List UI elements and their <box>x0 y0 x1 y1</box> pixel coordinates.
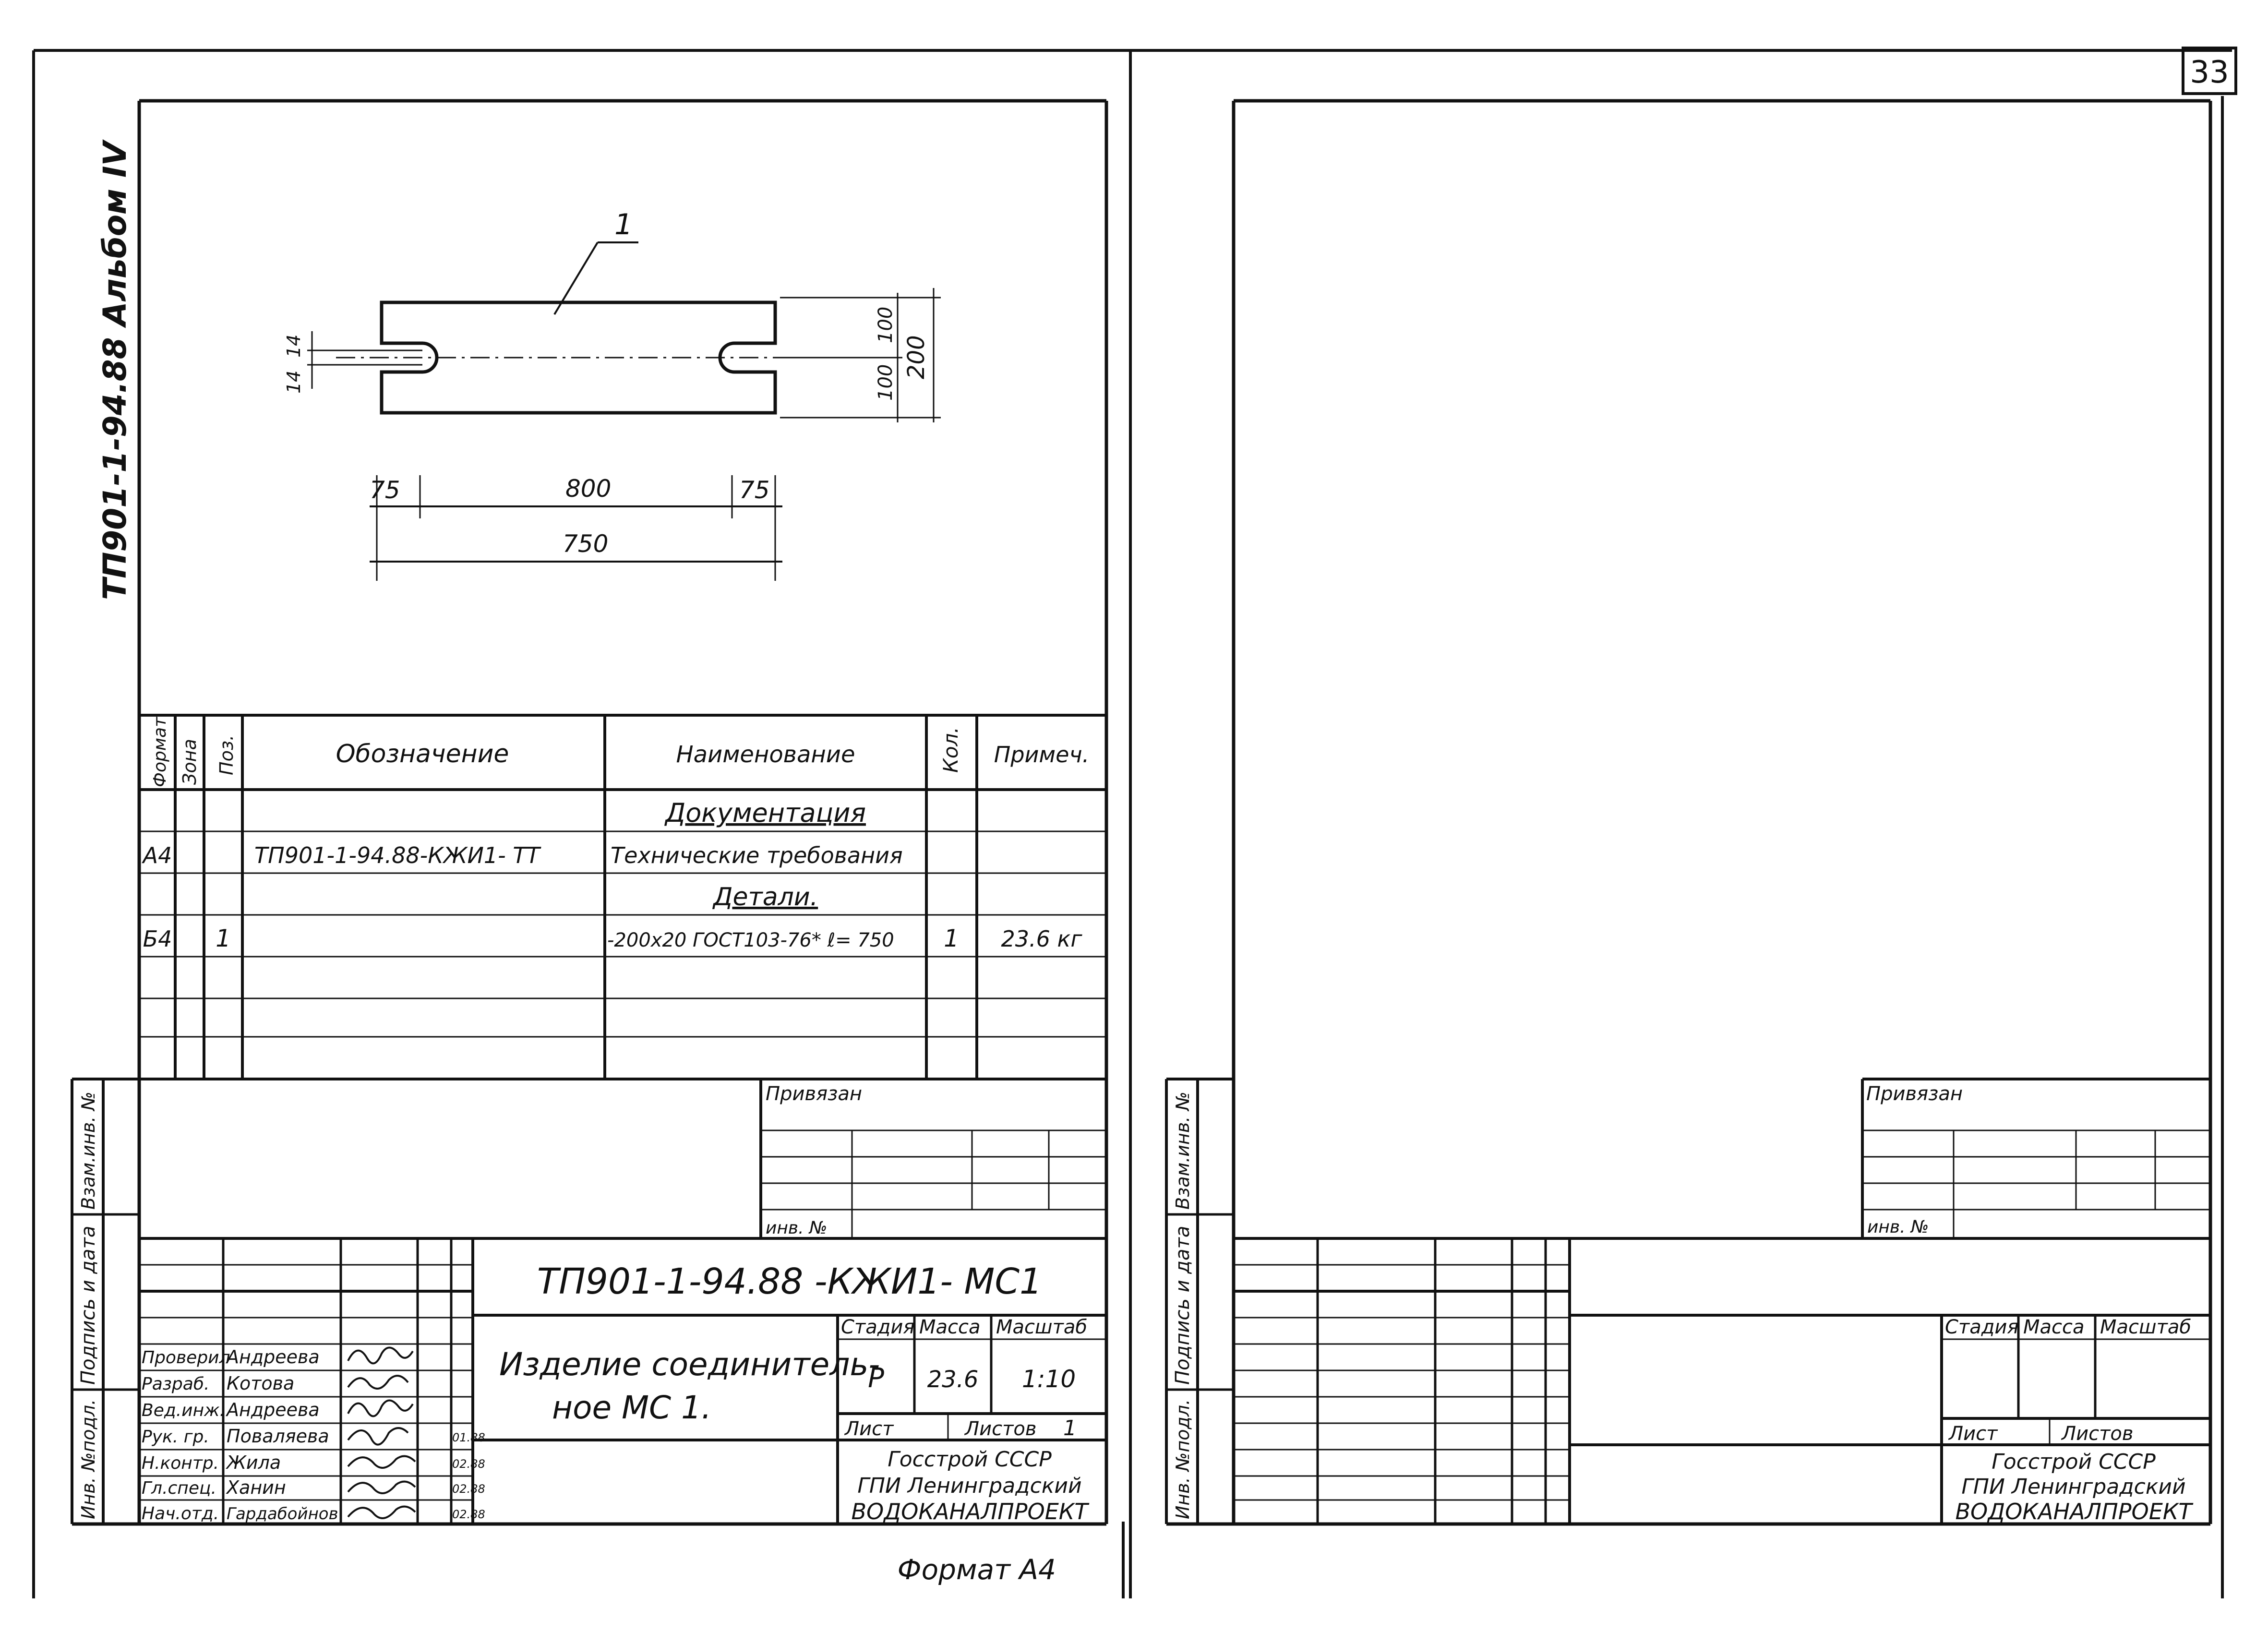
left-inv-no: инв. № <box>766 1218 827 1238</box>
spec-row-3-note: 23.6 кг <box>1001 926 1083 952</box>
dim-half-bottom: 100 <box>875 364 897 401</box>
left-stage-label: Стадия <box>841 1316 914 1338</box>
album-label: ТП901-1-94.88 Альбом IV <box>96 139 133 600</box>
spec-table: Формат Зона Поз. Обозначение Наименовани… <box>72 714 1106 1080</box>
header-pos: Поз. <box>216 735 237 775</box>
left-title-line2: ное МС 1. <box>552 1389 711 1426</box>
dim-total-height: 200 <box>903 335 930 379</box>
stamp-inv-podl: Инв. №подл. <box>78 1399 99 1519</box>
page-number: 33 <box>2190 55 2229 90</box>
left-sheets-label: Листов <box>964 1418 1036 1440</box>
header-name: Наименование <box>676 741 855 768</box>
right-stamp-vzam-inv: Взам.инв. № <box>1172 1092 1193 1210</box>
dim-slot-a: 14 <box>283 335 304 358</box>
part-drawing: 1 14 14 100 100 200 75 800 75 <box>283 208 941 581</box>
header-format: Формат <box>150 717 170 787</box>
spec-row-3-format: Б4 <box>143 926 172 952</box>
dim-end-right: 75 <box>739 476 770 504</box>
left-org3: ВОДОКАНАЛПРОЕКТ <box>851 1499 1090 1524</box>
right-privyazan-label: Привязан <box>1866 1083 1963 1105</box>
page-number-box: 33 <box>2182 47 2237 95</box>
spec-row-0-name: Документация <box>664 798 866 828</box>
signer-role: Разраб. <box>142 1374 209 1394</box>
signer-name: Андреева <box>225 1399 320 1420</box>
header-zone: Зона <box>179 739 200 785</box>
right-stage-label: Стадия <box>1945 1316 2018 1338</box>
signer-name: Ханин <box>226 1477 286 1498</box>
stamp-podpis-data: Подпись и дата <box>77 1226 99 1385</box>
format-label: Формат А4 <box>898 1553 1056 1586</box>
left-org1: Госстрой СССР <box>888 1447 1052 1472</box>
dim-end-left: 75 <box>370 476 400 504</box>
header-qty: Кол. <box>939 727 962 773</box>
spec-row-3-qty: 1 <box>944 924 959 952</box>
signer-role: Рук. гр. <box>142 1427 209 1447</box>
left-side-stamps: Взам.инв. № Подпись и дата Инв. №подл. <box>71 1079 139 1524</box>
signature-marks <box>347 1346 416 1519</box>
left-mass-value: 23.6 <box>927 1366 979 1393</box>
signer-date: 01.88 <box>452 1431 485 1444</box>
right-sheets-label: Листов <box>2061 1423 2133 1445</box>
left-stage-value: Р <box>868 1363 884 1394</box>
signer-role: Гл.спец. <box>142 1478 216 1498</box>
dim-slot-b: 14 <box>283 371 304 394</box>
signer-name: Гардабойнов <box>227 1504 338 1524</box>
right-side-stamps: Взам.инв. № Подпись и дата Инв. №подл. <box>1165 1078 1234 1524</box>
right-sheet-label: Лист <box>1948 1423 1998 1445</box>
callout-label: 1 <box>614 208 633 241</box>
signer-role: Проверил <box>142 1348 230 1368</box>
spec-row-3-name: -200х20 ГОСТ103-76* ℓ= 750 <box>607 929 894 951</box>
dim-overall: 750 <box>563 530 608 558</box>
right-stamp-podpis-data: Подпись и дата <box>1172 1226 1194 1385</box>
spec-rows: Документация А4 ТП901-1-94.88-КЖИ1- ТТ Т… <box>142 798 1083 952</box>
right-org1: Госстрой СССР <box>1992 1450 2156 1474</box>
signer-date: 02.88 <box>452 1457 485 1471</box>
left-scale-label: Масштаб <box>996 1316 1087 1338</box>
left-sheet-label: Лист <box>844 1418 894 1440</box>
header-note: Примеч. <box>994 742 1090 768</box>
right-inv-no: инв. № <box>1867 1217 1929 1237</box>
signer-date: 02.88 <box>452 1482 485 1496</box>
left-doc-code: ТП901-1-94.88 -КЖИ1- МС1 <box>537 1261 1042 1302</box>
left-scale-value: 1:10 <box>1022 1365 1076 1393</box>
right-org2: ГПИ Ленинградский <box>1961 1475 2185 1499</box>
signer-name: Андреева <box>225 1346 320 1368</box>
signer-name: Жила <box>226 1452 281 1473</box>
signer-name: Котова <box>227 1373 294 1394</box>
signers-list: Проверил Андреева Разраб. Котова Вед.инж… <box>142 1346 485 1524</box>
spec-row-1-format: А4 <box>142 842 172 868</box>
right-org3: ВОДОКАНАЛПРОЕКТ <box>1955 1499 2194 1524</box>
signer-role: Вед.инж. <box>142 1401 225 1420</box>
spec-row-3-pos: 1 <box>216 924 231 952</box>
spec-row-1-name: Технические требования <box>611 842 903 868</box>
dim-middle: 800 <box>565 475 611 503</box>
spec-row-2-name: Детали. <box>712 883 818 912</box>
signer-role: Нач.отд. <box>142 1504 219 1524</box>
right-mass-label: Масса <box>2023 1316 2085 1338</box>
right-scale-label: Масштаб <box>2100 1316 2191 1338</box>
dim-half-top: 100 <box>875 307 897 343</box>
left-title-block: Привязан инв. № <box>139 1079 1106 1524</box>
left-sheets-value: 1 <box>1063 1416 1077 1440</box>
left-privyazan-label: Привязан <box>766 1083 862 1105</box>
left-mass-label: Масса <box>919 1316 981 1338</box>
outer-frame <box>32 49 2232 1598</box>
signer-name: Поваляева <box>227 1426 329 1447</box>
signer-role: Н.контр. <box>142 1453 219 1473</box>
header-designation: Обозначение <box>336 740 509 768</box>
left-sheet: 1 14 14 100 100 200 75 800 75 <box>71 99 1108 1586</box>
spec-row-1-designation: ТП901-1-94.88-КЖИ1- ТТ <box>254 842 541 868</box>
left-org2: ГПИ Ленинградский <box>857 1474 1081 1498</box>
right-title-block: Привязан инв. № <box>1234 1078 2210 1524</box>
left-title-line1: Изделие соединитель- <box>499 1346 880 1383</box>
signer-date: 02.88 <box>452 1508 485 1521</box>
right-stamp-inv-podl: Инв. №подл. <box>1172 1399 1193 1519</box>
right-sheet: Взам.инв. № Подпись и дата Инв. №подл. П… <box>1165 96 2224 1598</box>
stamp-vzam-inv: Взам.инв. № <box>78 1092 99 1210</box>
